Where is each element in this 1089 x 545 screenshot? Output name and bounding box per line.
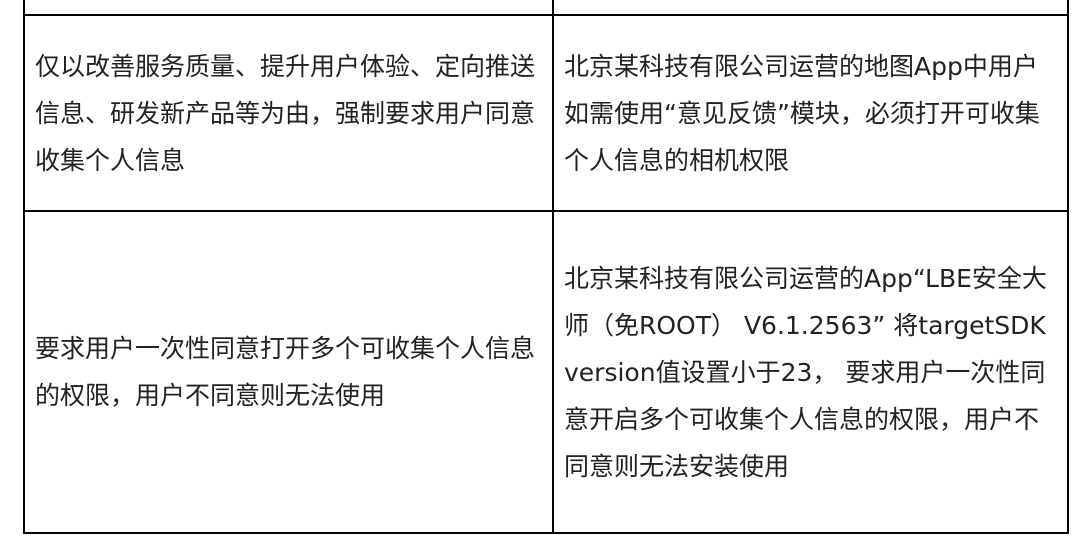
table-cell-example: 北京某科技有限公司运营的地图App中用户如需使用“意见反馈”模块，必须打开可收集…: [552, 14, 1069, 212]
table-cell-behavior: 仅以改善服务质量、提升用户体验、定向推送信息、研发新产品等为由，强制要求用户同意…: [23, 14, 554, 212]
document-table-container: 仅以改善服务质量、提升用户体验、定向推送信息、研发新产品等为由，强制要求用户同意…: [23, 0, 1069, 534]
table-cell-partial-right: [552, 0, 1069, 16]
table-row: 要求用户一次性同意打开多个可收集个人信息的权限，用户不同意则无法使用 北京某科技…: [23, 210, 1069, 534]
table-cell-behavior: 要求用户一次性同意打开多个可收集个人信息的权限，用户不同意则无法使用: [23, 210, 554, 534]
table-cell-partial-left: [23, 0, 554, 16]
table-row: 仅以改善服务质量、提升用户体验、定向推送信息、研发新产品等为由，强制要求用户同意…: [23, 14, 1069, 212]
cell-text: 北京某科技有限公司运营的App“LBE安全大师（免ROOT） V6.1.2563…: [564, 263, 1047, 481]
cell-text: 北京某科技有限公司运营的地图App中用户如需使用“意见反馈”模块，必须打开可收集…: [564, 51, 1040, 175]
table-row-partial-top: [23, 0, 1069, 16]
cell-text: 要求用户一次性同意打开多个可收集个人信息的权限，用户不同意则无法使用: [35, 334, 536, 410]
violation-examples-table: 仅以改善服务质量、提升用户体验、定向推送信息、研发新产品等为由，强制要求用户同意…: [23, 0, 1069, 534]
cell-text: 仅以改善服务质量、提升用户体验、定向推送信息、研发新产品等为由，强制要求用户同意…: [35, 51, 536, 175]
table-cell-example: 北京某科技有限公司运营的App“LBE安全大师（免ROOT） V6.1.2563…: [552, 210, 1069, 534]
